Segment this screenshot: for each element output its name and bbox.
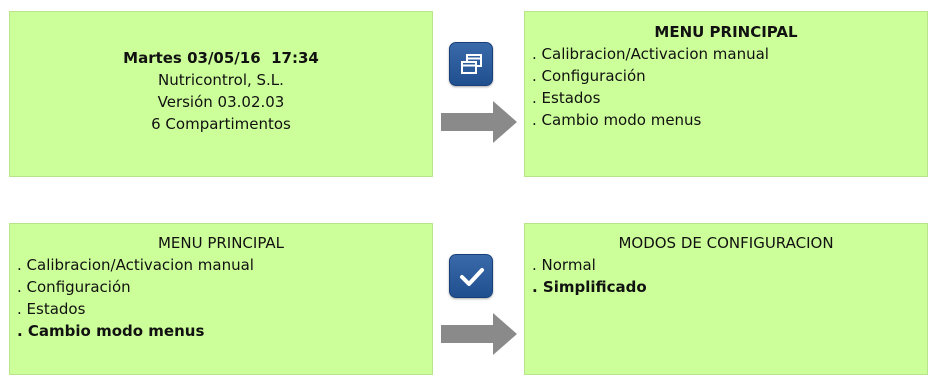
menu-item[interactable]: . Normal xyxy=(532,256,596,274)
home-screen: Martes 03/05/16 17:34 Nutricontrol, S.L.… xyxy=(9,11,433,177)
check-icon xyxy=(460,268,484,286)
config-modes-screen: MODOS DE CONFIGURACION . Normal . Simpli… xyxy=(524,223,928,375)
menu-item-selected[interactable]: . Simplificado xyxy=(532,278,647,296)
confirm-key-button[interactable] xyxy=(449,254,493,298)
version-line: Versión 03.02.03 xyxy=(157,93,285,111)
windows-icon xyxy=(461,54,482,74)
menu-key-button[interactable] xyxy=(449,42,493,86)
menu-item-selected[interactable]: . Cambio modo menus xyxy=(17,322,205,340)
menu-item[interactable]: . Configuración xyxy=(532,67,646,85)
arrow-right-icon xyxy=(441,101,517,143)
menu-item[interactable]: . Cambio modo menus xyxy=(532,111,702,129)
menu-item[interactable]: . Calibracion/Activacion manual xyxy=(532,45,769,63)
company-name: Nutricontrol, S.L. xyxy=(158,71,284,89)
arrow-right-icon xyxy=(441,313,517,355)
main-menu-screen: MENU PRINCIPAL . Calibracion/Activacion … xyxy=(524,11,928,177)
screen-title: MODOS DE CONFIGURACION xyxy=(618,234,834,252)
menu-item[interactable]: . Estados xyxy=(532,89,601,107)
date-time-line: Martes 03/05/16 17:34 xyxy=(123,49,319,67)
menu-item[interactable]: . Estados xyxy=(17,300,86,318)
main-menu-selected-screen: MENU PRINCIPAL . Calibracion/Activacion … xyxy=(9,223,433,375)
screen-title: MENU PRINCIPAL xyxy=(654,23,798,41)
compartments-line: 6 Compartimentos xyxy=(151,115,291,133)
screen-title: MENU PRINCIPAL xyxy=(157,234,285,252)
menu-item[interactable]: . Configuración xyxy=(17,278,131,296)
menu-item[interactable]: . Calibracion/Activacion manual xyxy=(17,256,254,274)
